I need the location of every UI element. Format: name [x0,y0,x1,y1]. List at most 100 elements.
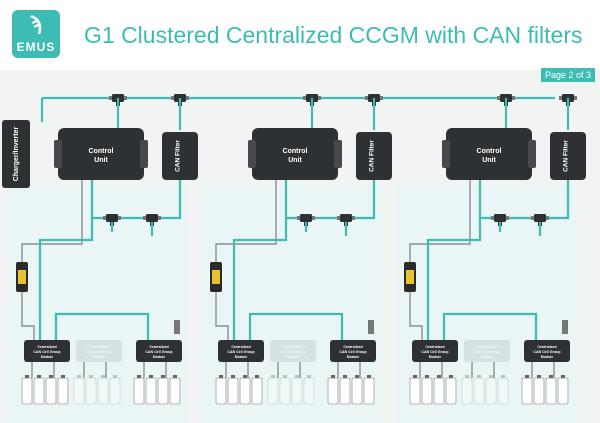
control-unit-label: Control [477,148,502,155]
module-body [464,340,510,362]
control-unit-right-mount [140,140,148,168]
battery-cell-terminal [307,375,311,378]
battery-cell [85,377,97,405]
battery-cell-terminal [173,375,177,378]
battery-cell [557,377,569,405]
can-filter-body [550,132,586,180]
battery-cell-terminal [525,375,529,378]
t-connector-right-pin [124,96,127,100]
battery-cell [485,377,497,405]
module-body [330,340,376,362]
t-connector-left-pin [337,216,340,220]
t-connector-right-pin [318,96,321,100]
battery-cell-terminal [37,375,41,378]
module-label: Module [287,355,300,359]
battery-cell-terminal [549,375,553,378]
t-connector-left-pin [559,96,562,100]
control-unit-left-mount [54,140,62,168]
battery-cell [239,377,251,405]
logo-text: EMUS [16,40,56,54]
battery-cell [545,377,557,405]
module-label: Module [541,355,554,359]
cluster-local-bus-2 [284,180,376,220]
t-connector-body [146,214,158,222]
control-unit-label: Control [89,148,114,155]
battery-cell-terminal [355,375,359,378]
module-can-bridge-2 [248,312,344,340]
battery-cell [409,377,421,405]
battery-cell-terminal [161,375,165,378]
module-can-left-2 [232,218,288,340]
module-body [24,340,70,362]
battery-cell [521,377,533,405]
can-filter-label: CAN Filter [563,140,570,172]
battery-cell-terminal [437,375,441,378]
can-filter-label: CAN Filter [369,140,376,172]
t-connector-body [106,214,118,222]
can-filter-body [356,132,392,180]
t-connector-right-pin [546,216,549,220]
control-unit-left-mount [248,140,256,168]
module-body [524,340,570,362]
module-label: Centralized [37,345,56,349]
module-label: CAN Cell Group [85,350,113,354]
charger-inverter-label: Charger/Inverter [13,126,20,181]
battery-cell-terminal [449,375,453,378]
charger-inverter-box [2,120,30,188]
module-label: Module [235,355,248,359]
battery-cell-terminal [49,375,53,378]
grey-wire-fuse-module-3 [409,292,423,340]
battery-cell [497,377,509,405]
module-body [76,340,122,362]
battery-cell-terminal [137,375,141,378]
module-can-bridge-3 [442,312,538,340]
battery-cell [433,377,445,405]
battery-cell-terminal [77,375,81,378]
control-unit-left-mount [442,140,450,168]
battery-cell [327,377,339,405]
module-label: Module [481,355,494,359]
battery-cell-terminal [61,375,65,378]
module-label: Module [41,355,54,359]
control-unit-label: Unit [482,157,496,164]
module-label: CAN Cell Group [473,350,501,354]
battery-cell-terminal [295,375,299,378]
battery-cell [227,377,239,405]
battery-cell [351,377,363,405]
battery-cell-terminal [367,375,371,378]
battery-cell-terminal [219,375,223,378]
module-label: CAN Cell Group [227,350,255,354]
can-filter-body [162,132,198,180]
battery-cell [267,377,279,405]
module-label: CAN Cell Group [145,350,173,354]
battery-cell [169,377,181,405]
control-unit-label: Unit [288,157,302,164]
module-label: Centralized [231,345,250,349]
module-label: Centralized [537,345,556,349]
module-label: CAN Cell Group [339,350,367,354]
module-label: Module [93,355,106,359]
module-label: CAN Cell Group [421,350,449,354]
t-connector-body [494,214,506,222]
battery-cell [473,377,485,405]
module-can-left-1 [38,218,94,340]
grey-wire-fuse-1 [21,180,83,262]
battery-cell-terminal [243,375,247,378]
module-label: Module [347,355,360,359]
cluster-local-bus-3 [478,180,570,220]
battery-cell [97,377,109,405]
battery-cell [33,377,45,405]
t-connector-right-pin [506,216,509,220]
t-connector-left-pin [365,96,368,100]
t-connector-left-pin [531,216,534,220]
battery-cell-terminal [149,375,153,378]
module-label: Centralized [343,345,362,349]
